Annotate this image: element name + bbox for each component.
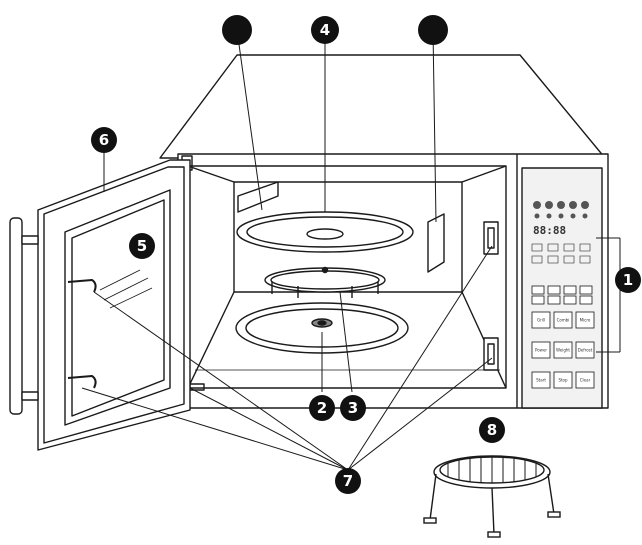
program-icons xyxy=(531,243,591,264)
panel-button-label: Weight xyxy=(556,348,570,353)
latch-receiver-lower xyxy=(483,337,499,371)
panel-button-start[interactable]: Start xyxy=(531,371,551,389)
svg-text:6: 6 xyxy=(99,131,109,149)
door-window xyxy=(64,189,171,426)
callout-1: 1 xyxy=(615,267,641,293)
door-hook-lower xyxy=(67,375,97,389)
keypad-key[interactable] xyxy=(563,285,577,295)
panel-button-label: Combi xyxy=(557,318,570,323)
svg-text:2: 2 xyxy=(317,399,327,417)
keypad-key[interactable] xyxy=(579,285,593,295)
panel-button-label: Stop xyxy=(558,378,568,383)
display-readout: 88:88 xyxy=(533,224,566,237)
svg-text:4: 4 xyxy=(320,21,330,39)
panel-button-label: Grill xyxy=(537,318,545,323)
keypad-key[interactable] xyxy=(579,295,593,305)
callout-4: 4 xyxy=(311,16,339,44)
panel-button-grill[interactable]: Grill xyxy=(531,311,551,329)
panel-button-label: Start xyxy=(536,378,546,383)
svg-text:3: 3 xyxy=(348,399,358,417)
door-hook-upper xyxy=(67,279,97,293)
keypad-key[interactable] xyxy=(531,295,545,305)
svg-text:7: 7 xyxy=(343,472,353,490)
panel-button-micro[interactable]: Micro xyxy=(575,311,595,329)
callout-8: 8 xyxy=(479,417,505,443)
oven-top-face xyxy=(159,54,606,159)
cavity-back-wall xyxy=(233,181,463,293)
panel-button-weight[interactable]: Weight xyxy=(553,341,573,359)
roller-ring xyxy=(264,266,386,298)
glass-tray xyxy=(236,211,414,253)
oven-door xyxy=(9,159,191,451)
panel-button-stop[interactable]: Stop xyxy=(553,371,573,389)
marker-unlabeled-left xyxy=(222,15,252,45)
leader-lines xyxy=(81,29,628,471)
indicator-row-top xyxy=(533,201,589,219)
panel-button-defrost[interactable]: Defrost xyxy=(575,341,595,359)
latch-receiver-upper xyxy=(483,221,499,255)
callout-5: 5 xyxy=(129,233,155,259)
marker-unlabeled-right xyxy=(418,15,448,45)
waveguide-cover-right xyxy=(427,213,445,273)
panel-button-label: Clear xyxy=(580,378,591,383)
callout-6: 6 xyxy=(91,127,117,153)
callout-7: 7 xyxy=(335,468,361,494)
keypad-key[interactable] xyxy=(547,285,561,295)
keypad-key[interactable] xyxy=(547,295,561,305)
svg-text:8: 8 xyxy=(487,421,497,439)
panel-button-label: Micro xyxy=(580,318,591,323)
panel-button-combi[interactable]: Combi xyxy=(553,311,573,329)
callout-3: 3 xyxy=(340,395,366,421)
grill-rack xyxy=(423,455,561,538)
panel-button-clear[interactable]: Clear xyxy=(575,371,595,389)
keypad-key[interactable] xyxy=(531,285,545,295)
waveguide-cover-left xyxy=(237,181,279,213)
keypad-key[interactable] xyxy=(563,295,577,305)
svg-text:1: 1 xyxy=(623,271,633,289)
panel-button-power[interactable]: Power xyxy=(531,341,551,359)
panel-button-label: Power xyxy=(535,348,547,353)
panel-button-label: Defrost xyxy=(578,348,593,353)
door-handle xyxy=(9,217,23,415)
svg-text:5: 5 xyxy=(137,237,147,255)
callout-2: 2 xyxy=(309,395,335,421)
